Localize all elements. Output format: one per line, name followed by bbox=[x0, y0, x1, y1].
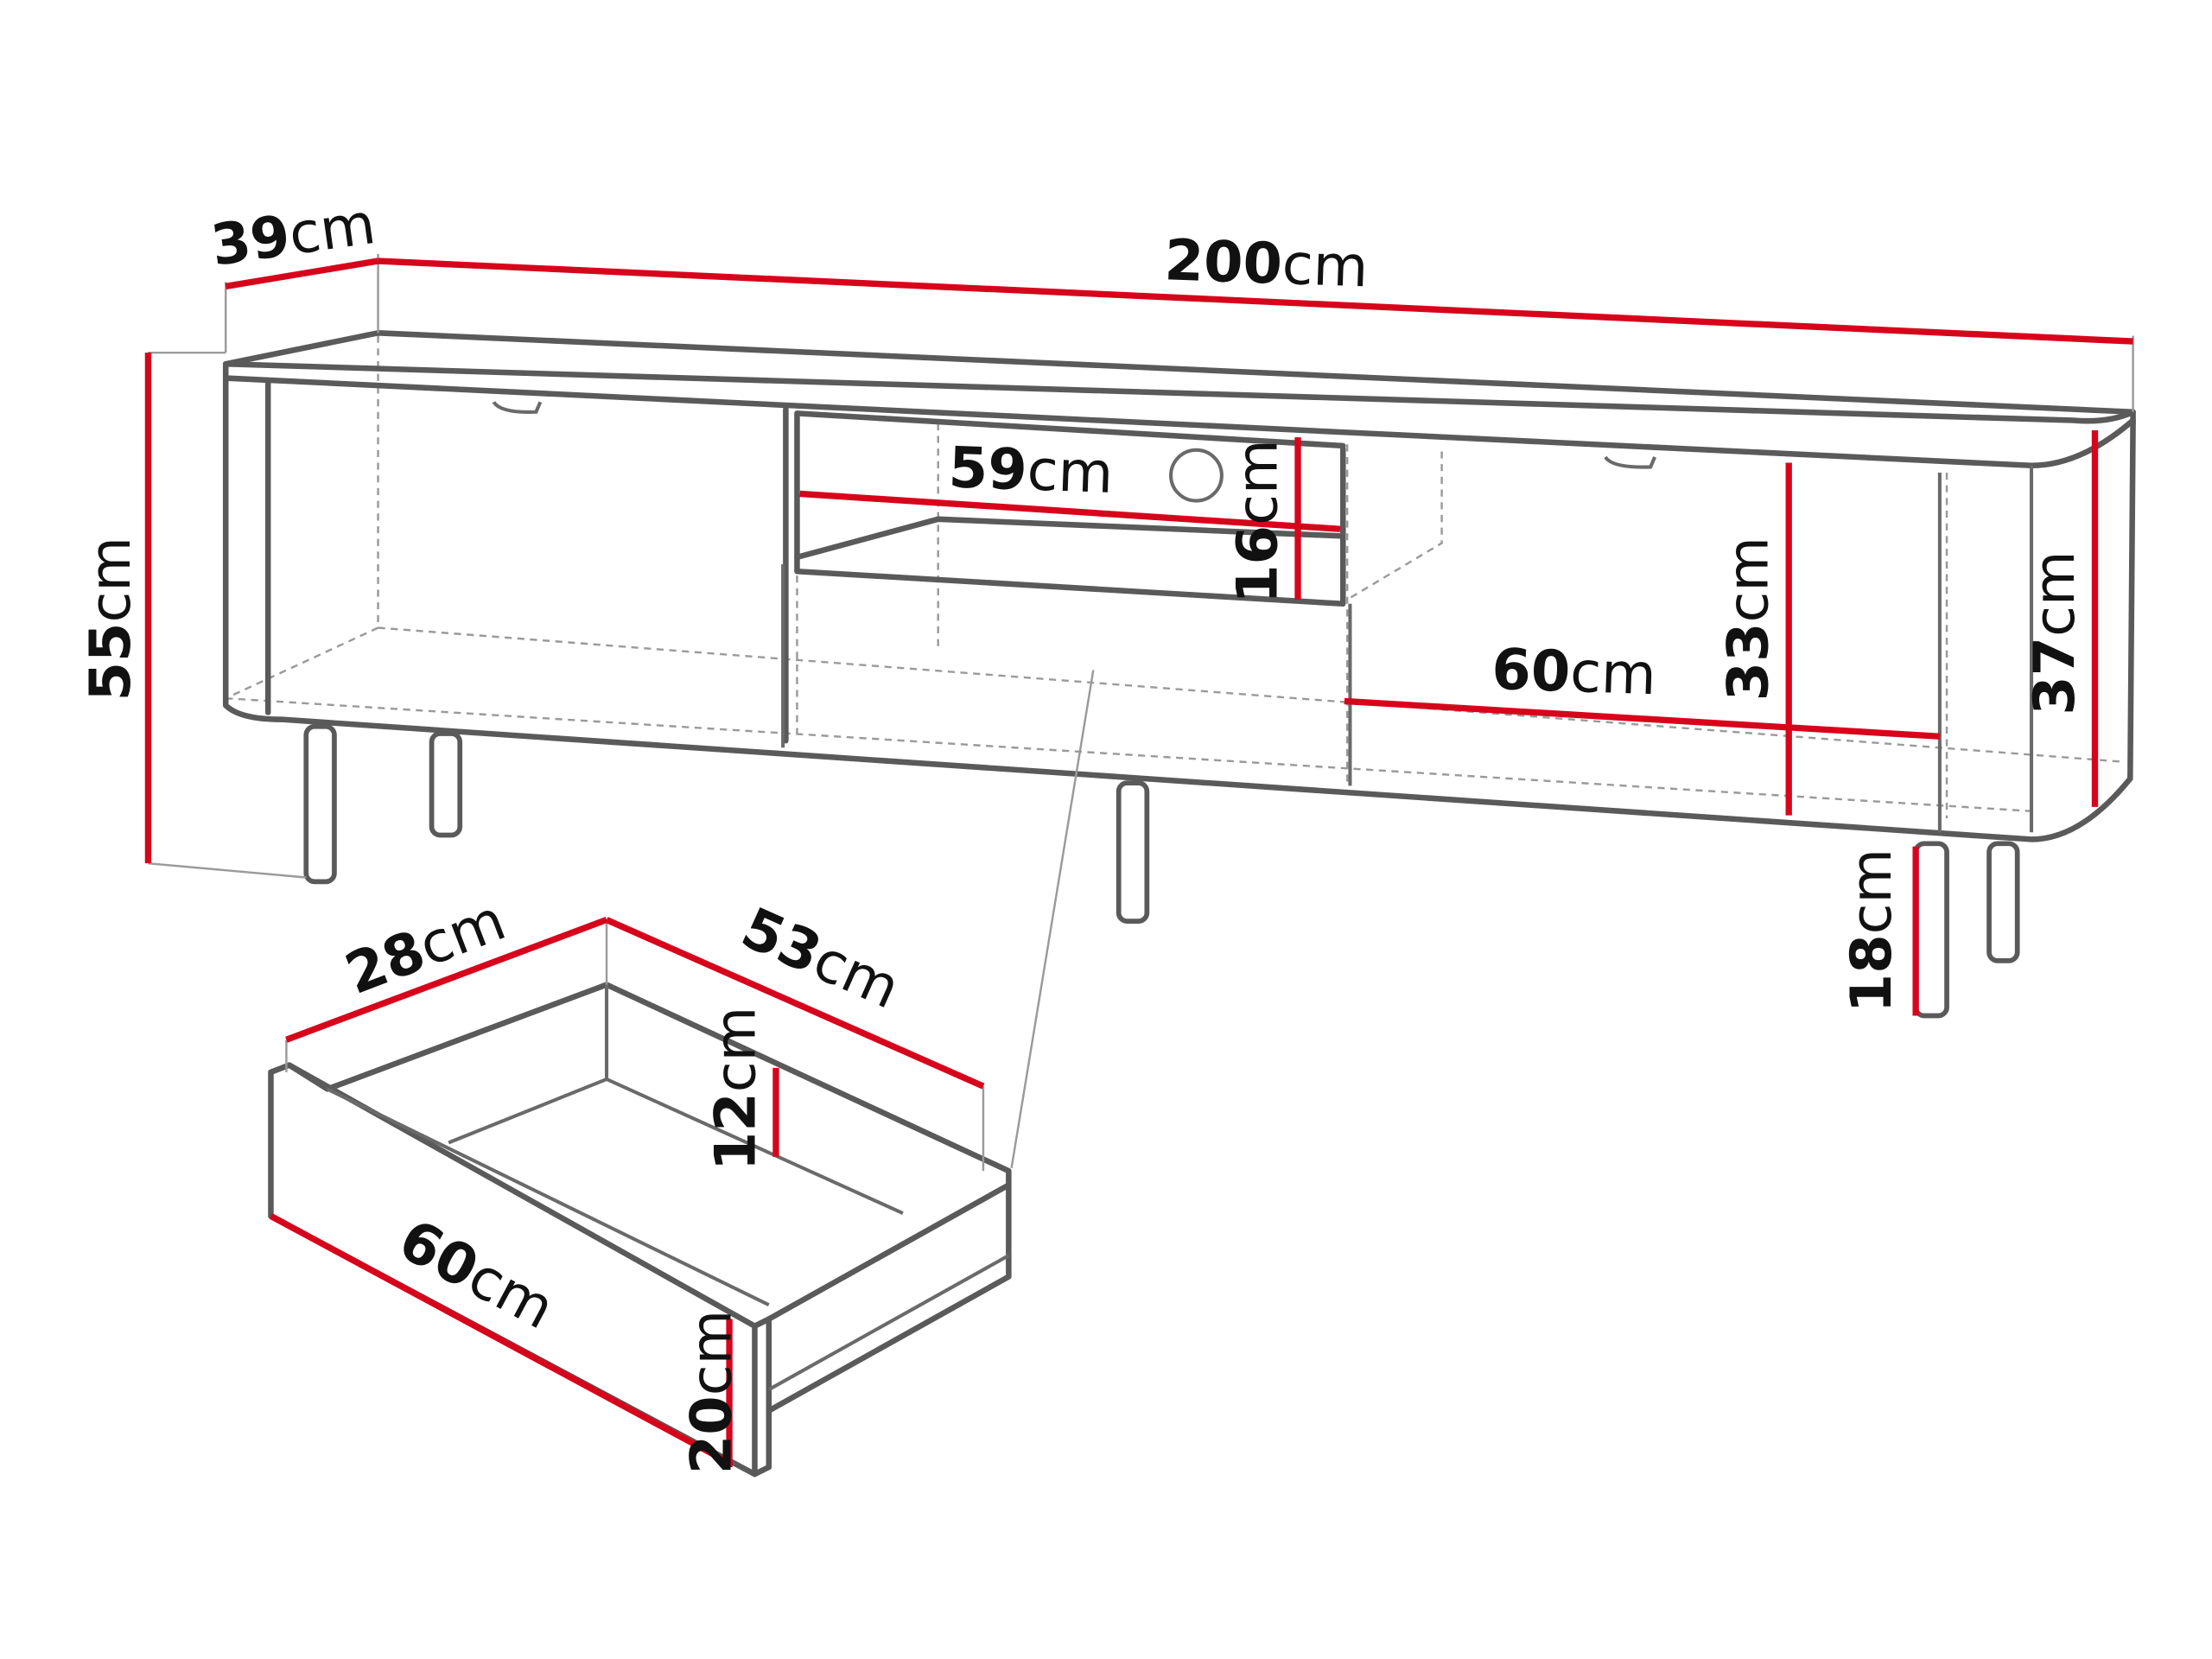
label-body-height: 37cm bbox=[2022, 550, 2088, 715]
label-drawer-front-width: 60cm bbox=[389, 1207, 565, 1342]
dim-line-drawer-depth bbox=[605, 917, 985, 1090]
dim-line-drawer-front-width bbox=[269, 1213, 731, 1466]
label-compartment-height: 33cm bbox=[1716, 537, 1782, 701]
leg bbox=[1913, 841, 1949, 1019]
label-width: 200cm bbox=[1163, 227, 1369, 300]
label-drawer-depth: 53cm bbox=[732, 895, 909, 1022]
cable-hole bbox=[1169, 448, 1224, 503]
label-niche-width: 59cm bbox=[948, 435, 1115, 506]
label-niche-height: 16cm bbox=[1225, 439, 1291, 603]
dim-line-drawer-width bbox=[285, 917, 608, 1043]
leg bbox=[303, 723, 337, 885]
label-height: 55cm bbox=[78, 537, 143, 701]
label-compartment-width: 60cm bbox=[1491, 637, 1657, 709]
label-drawer-inner-height: 12cm bbox=[702, 1007, 768, 1171]
label-depth: 39cm bbox=[207, 191, 379, 279]
dim-line-compartment-width bbox=[1344, 697, 1941, 740]
leg bbox=[429, 731, 463, 838]
leg bbox=[1986, 841, 2020, 963]
dim-line-niche-width bbox=[799, 490, 1341, 532]
dim-line-width bbox=[378, 257, 2133, 345]
tv-cabinet bbox=[148, 253, 2136, 1169]
dimension-lines bbox=[144, 257, 2133, 1467]
dim-line-depth bbox=[225, 257, 379, 290]
label-drawer-front-height: 20cm bbox=[679, 1310, 745, 1474]
label-leg-height: 18cm bbox=[1839, 849, 1904, 1013]
leg bbox=[1116, 780, 1150, 924]
